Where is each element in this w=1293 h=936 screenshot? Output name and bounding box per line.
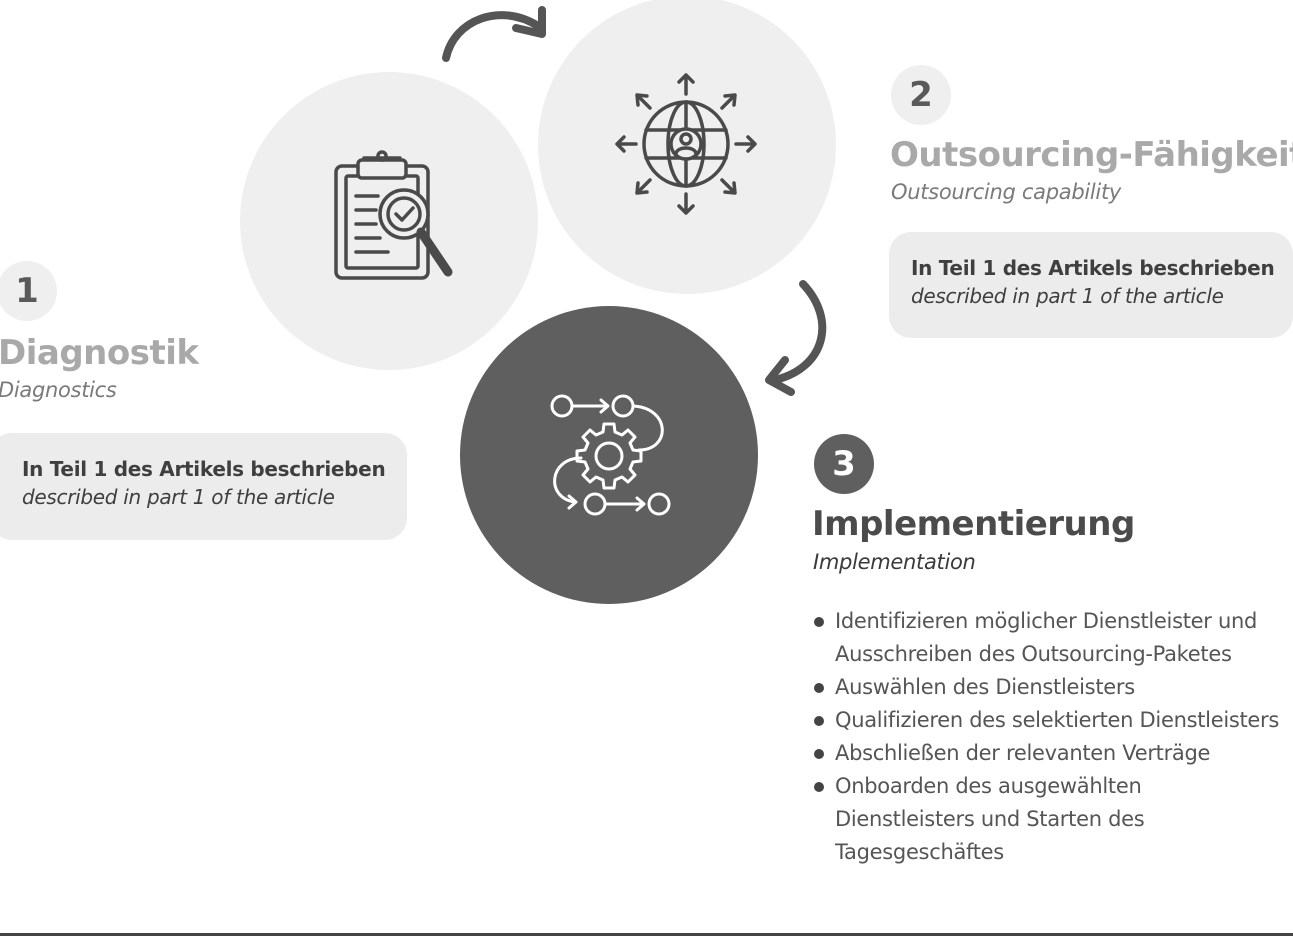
step-2-number: 2 [891, 65, 951, 125]
globe-network-icon [615, 73, 757, 215]
step-1-number: 1 [0, 261, 57, 321]
task-item: Qualifizieren des selektierten Dienstlei… [812, 704, 1282, 737]
bottom-border [0, 933, 1293, 936]
step-3-number: 3 [814, 434, 874, 494]
step-2-note: In Teil 1 des Artikels beschrieben descr… [889, 232, 1293, 338]
step-3-title: Implementierung [812, 504, 1135, 544]
step-2-note-de: In Teil 1 des Artikels beschrieben [911, 256, 1275, 280]
step-2-title: Outsourcing-Fähigkeit [890, 135, 1293, 175]
task-item: Abschließen der relevanten Verträge [812, 737, 1282, 770]
clipboard-magnifier-icon [334, 150, 453, 280]
curved-arrow-icon [442, 6, 546, 62]
task-item: Identifizieren möglicher Dienstleister u… [812, 605, 1282, 671]
step-2-subtitle: Outsourcing capability [891, 180, 1122, 204]
step-3-task-list: Identifizieren möglicher Dienstleister u… [812, 605, 1282, 869]
task-item: Onboarden des ausgewählten Dienstleister… [812, 770, 1282, 869]
step-1-title: Diagnostik [0, 333, 199, 373]
gear-process-flow-icon [550, 394, 671, 516]
task-item: Auswählen des Dienstleisters [812, 671, 1282, 704]
step-1-note-de: In Teil 1 des Artikels beschrieben [22, 457, 386, 481]
step-1-subtitle: Diagnostics [0, 378, 117, 402]
step-2-note-en: described in part 1 of the article [911, 284, 1224, 308]
step-3-subtitle: Implementation [813, 550, 976, 574]
step-1-note-en: described in part 1 of the article [22, 485, 335, 509]
step-3-circle [460, 306, 758, 604]
step-1-note: In Teil 1 des Artikels beschrieben descr… [0, 433, 407, 540]
curved-arrow-icon [765, 280, 827, 396]
